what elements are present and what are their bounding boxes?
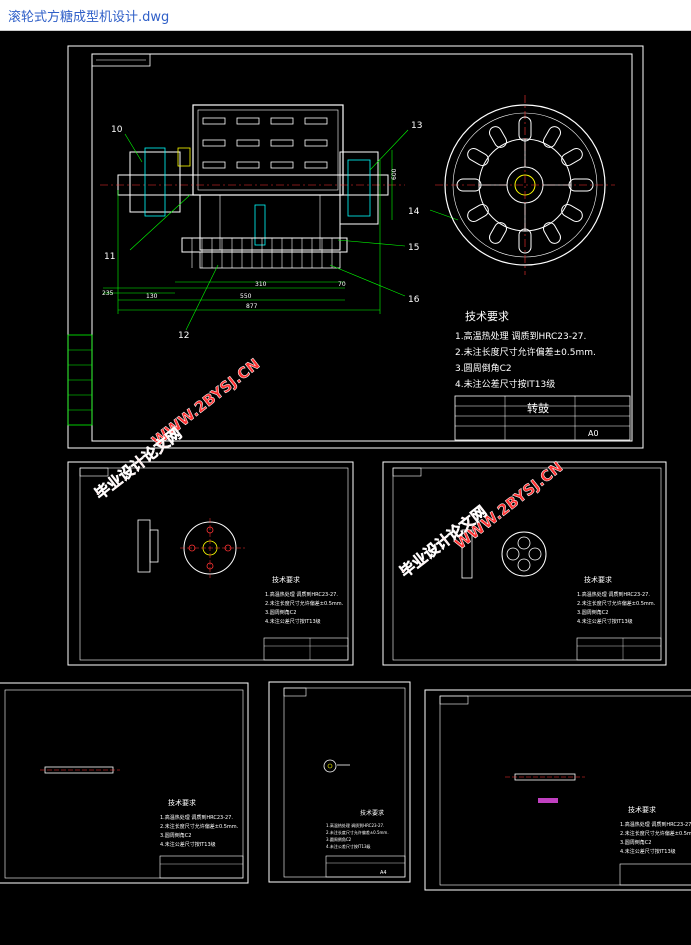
- bottom-right-tech-title: 技术要求: [628, 805, 656, 814]
- bottom-left-tech-4: 4.未注公差尺寸按IT13级: [160, 841, 216, 848]
- main-title-block: 转鼓 A0: [454, 395, 631, 441]
- watermark-1: WWW.2BYSJ.CN 毕业设计论文网: [91, 355, 263, 504]
- part-label-10: 10: [111, 125, 123, 135]
- main-tech-requirements: 技术要求 1.高温热处理 调质到HRC23-27. 2.未注长度尺寸允许偏差±0…: [455, 310, 596, 390]
- dim-600: 600: [391, 168, 398, 180]
- watermark-2-site: WWW.2BYSJ.CN: [451, 458, 566, 553]
- dim-550: 550: [240, 293, 252, 300]
- window-title-bar: 滚轮式方糖成型机设计.dwg: [0, 0, 691, 31]
- dim-235: 235: [102, 290, 114, 297]
- window-title: 滚轮式方糖成型机设计.dwg: [8, 10, 170, 25]
- sheet-right-middle[interactable]: 技术要求 1.高温热处理 调质到HRC23-27. 2.未注长度尺寸允许偏差±0…: [382, 461, 667, 666]
- main-tech-req-4: 4.未注公差尺寸按IT13级: [455, 378, 555, 390]
- cad-canvas[interactable]: 10 11 12 13 14 15 16 235 130 550 310 877…: [0, 30, 691, 940]
- sheet-left-middle[interactable]: 技术要求 1.高温热处理 调质到HRC23-27. 2.未注长度尺寸允许偏差±0…: [67, 461, 354, 666]
- watermark-2: WWW.2BYSJ.CN 毕业设计论文网: [396, 458, 566, 582]
- dimension-texts: 235 130 550 310 877 600 70: [102, 168, 398, 310]
- bottom-left-tech-title: 技术要求: [168, 798, 196, 807]
- sheet-bottom-left[interactable]: 技术要求 1.高温热处理 调质到HRC23-27. 2.未注长度尺寸允许偏差±0…: [0, 682, 249, 884]
- main-sheet: [67, 45, 644, 449]
- bottom-left-tech-1: 1.高温热处理 调质到HRC23-27.: [160, 814, 233, 821]
- main-tech-req-1: 1.高温热处理 调质到HRC23-27.: [455, 330, 586, 342]
- right-middle-tech-3: 3.圆周倒角C2: [577, 609, 608, 616]
- left-middle-tech-2: 2.未注长度尺寸允许偏差±0.5mm.: [265, 600, 344, 607]
- part-label-12: 12: [178, 331, 189, 341]
- part-label-11: 11: [104, 252, 115, 262]
- dim-70: 70: [338, 281, 346, 288]
- left-middle-tech-title: 技术要求: [272, 575, 300, 584]
- bottom-right-tech-1: 1.高温热处理 调质到HRC23-27.: [620, 821, 691, 828]
- bottom-right-tech-2: 2.未注长度尺寸允许偏差±0.5mm.: [620, 830, 691, 837]
- left-middle-tech-4: 4.未注公差尺寸按IT13级: [265, 618, 321, 625]
- main-tech-req-3: 3.圆周倒角C2: [455, 362, 512, 374]
- sheet-bottom-right[interactable]: 技术要求 1.高温热处理 调质到HRC23-27. 2.未注长度尺寸允许偏差±0…: [424, 689, 691, 891]
- main-title-block-size: A0: [588, 429, 599, 438]
- watermark-1-name: 毕业设计论文网: [91, 424, 185, 503]
- main-tech-req-2: 2.未注长度尺寸允许偏差±0.5mm.: [455, 346, 596, 358]
- dim-877: 877: [246, 303, 258, 310]
- bottom-left-tech-3: 3.圆周倒角C2: [160, 832, 191, 839]
- bottom-middle-sheet-size: A4: [380, 870, 387, 876]
- drum-side-view[interactable]: [435, 95, 615, 275]
- right-middle-tech-1: 1.高温热处理 调质到HRC23-27.: [577, 591, 650, 598]
- main-title-block-name: 转鼓: [527, 401, 549, 415]
- bottom-middle-tech-4: 4.未注公差尺寸按IT13级: [326, 843, 371, 849]
- part-labels: 10 11 12 13 14 15 16: [104, 121, 422, 341]
- bottom-middle-tech-2: 2.未注长度尺寸允许偏差±0.5mm.: [326, 829, 389, 835]
- left-middle-tech-1: 1.高温热处理 调质到HRC23-27.: [265, 591, 338, 598]
- sheet-bottom-middle[interactable]: 技术要求 1.高温热处理 调质到HRC23-27. 2.未注长度尺寸允许偏差±0…: [268, 681, 411, 883]
- right-middle-tech-title: 技术要求: [584, 575, 612, 584]
- bottom-right-tech-3: 3.圆周倒角C2: [620, 839, 651, 846]
- part-label-14: 14: [408, 207, 420, 217]
- part-label-16: 16: [408, 295, 420, 305]
- bottom-middle-tech-title: 技术要求: [360, 809, 384, 817]
- dim-310: 310: [255, 281, 267, 288]
- right-middle-tech-4: 4.未注公差尺寸按IT13级: [577, 618, 633, 625]
- bottom-middle-tech-3: 3.圆周倒角C2: [326, 836, 352, 842]
- right-middle-tech-2: 2.未注长度尺寸允许偏差±0.5mm.: [577, 600, 656, 607]
- part-label-15: 15: [408, 243, 419, 253]
- bottom-right-tech-4: 4.未注公差尺寸按IT13级: [620, 848, 676, 855]
- part-label-13: 13: [411, 121, 422, 131]
- dim-130: 130: [146, 293, 158, 300]
- bottom-left-tech-2: 2.未注长度尺寸允许偏差±0.5mm.: [160, 823, 239, 830]
- left-middle-tech-3: 3.圆周倒角C2: [265, 609, 296, 616]
- drum-assembly-drawing[interactable]: [100, 104, 459, 331]
- main-tech-req-title: 技术要求: [465, 310, 509, 323]
- bottom-middle-tech-1: 1.高温热处理 调质到HRC23-27.: [326, 822, 384, 828]
